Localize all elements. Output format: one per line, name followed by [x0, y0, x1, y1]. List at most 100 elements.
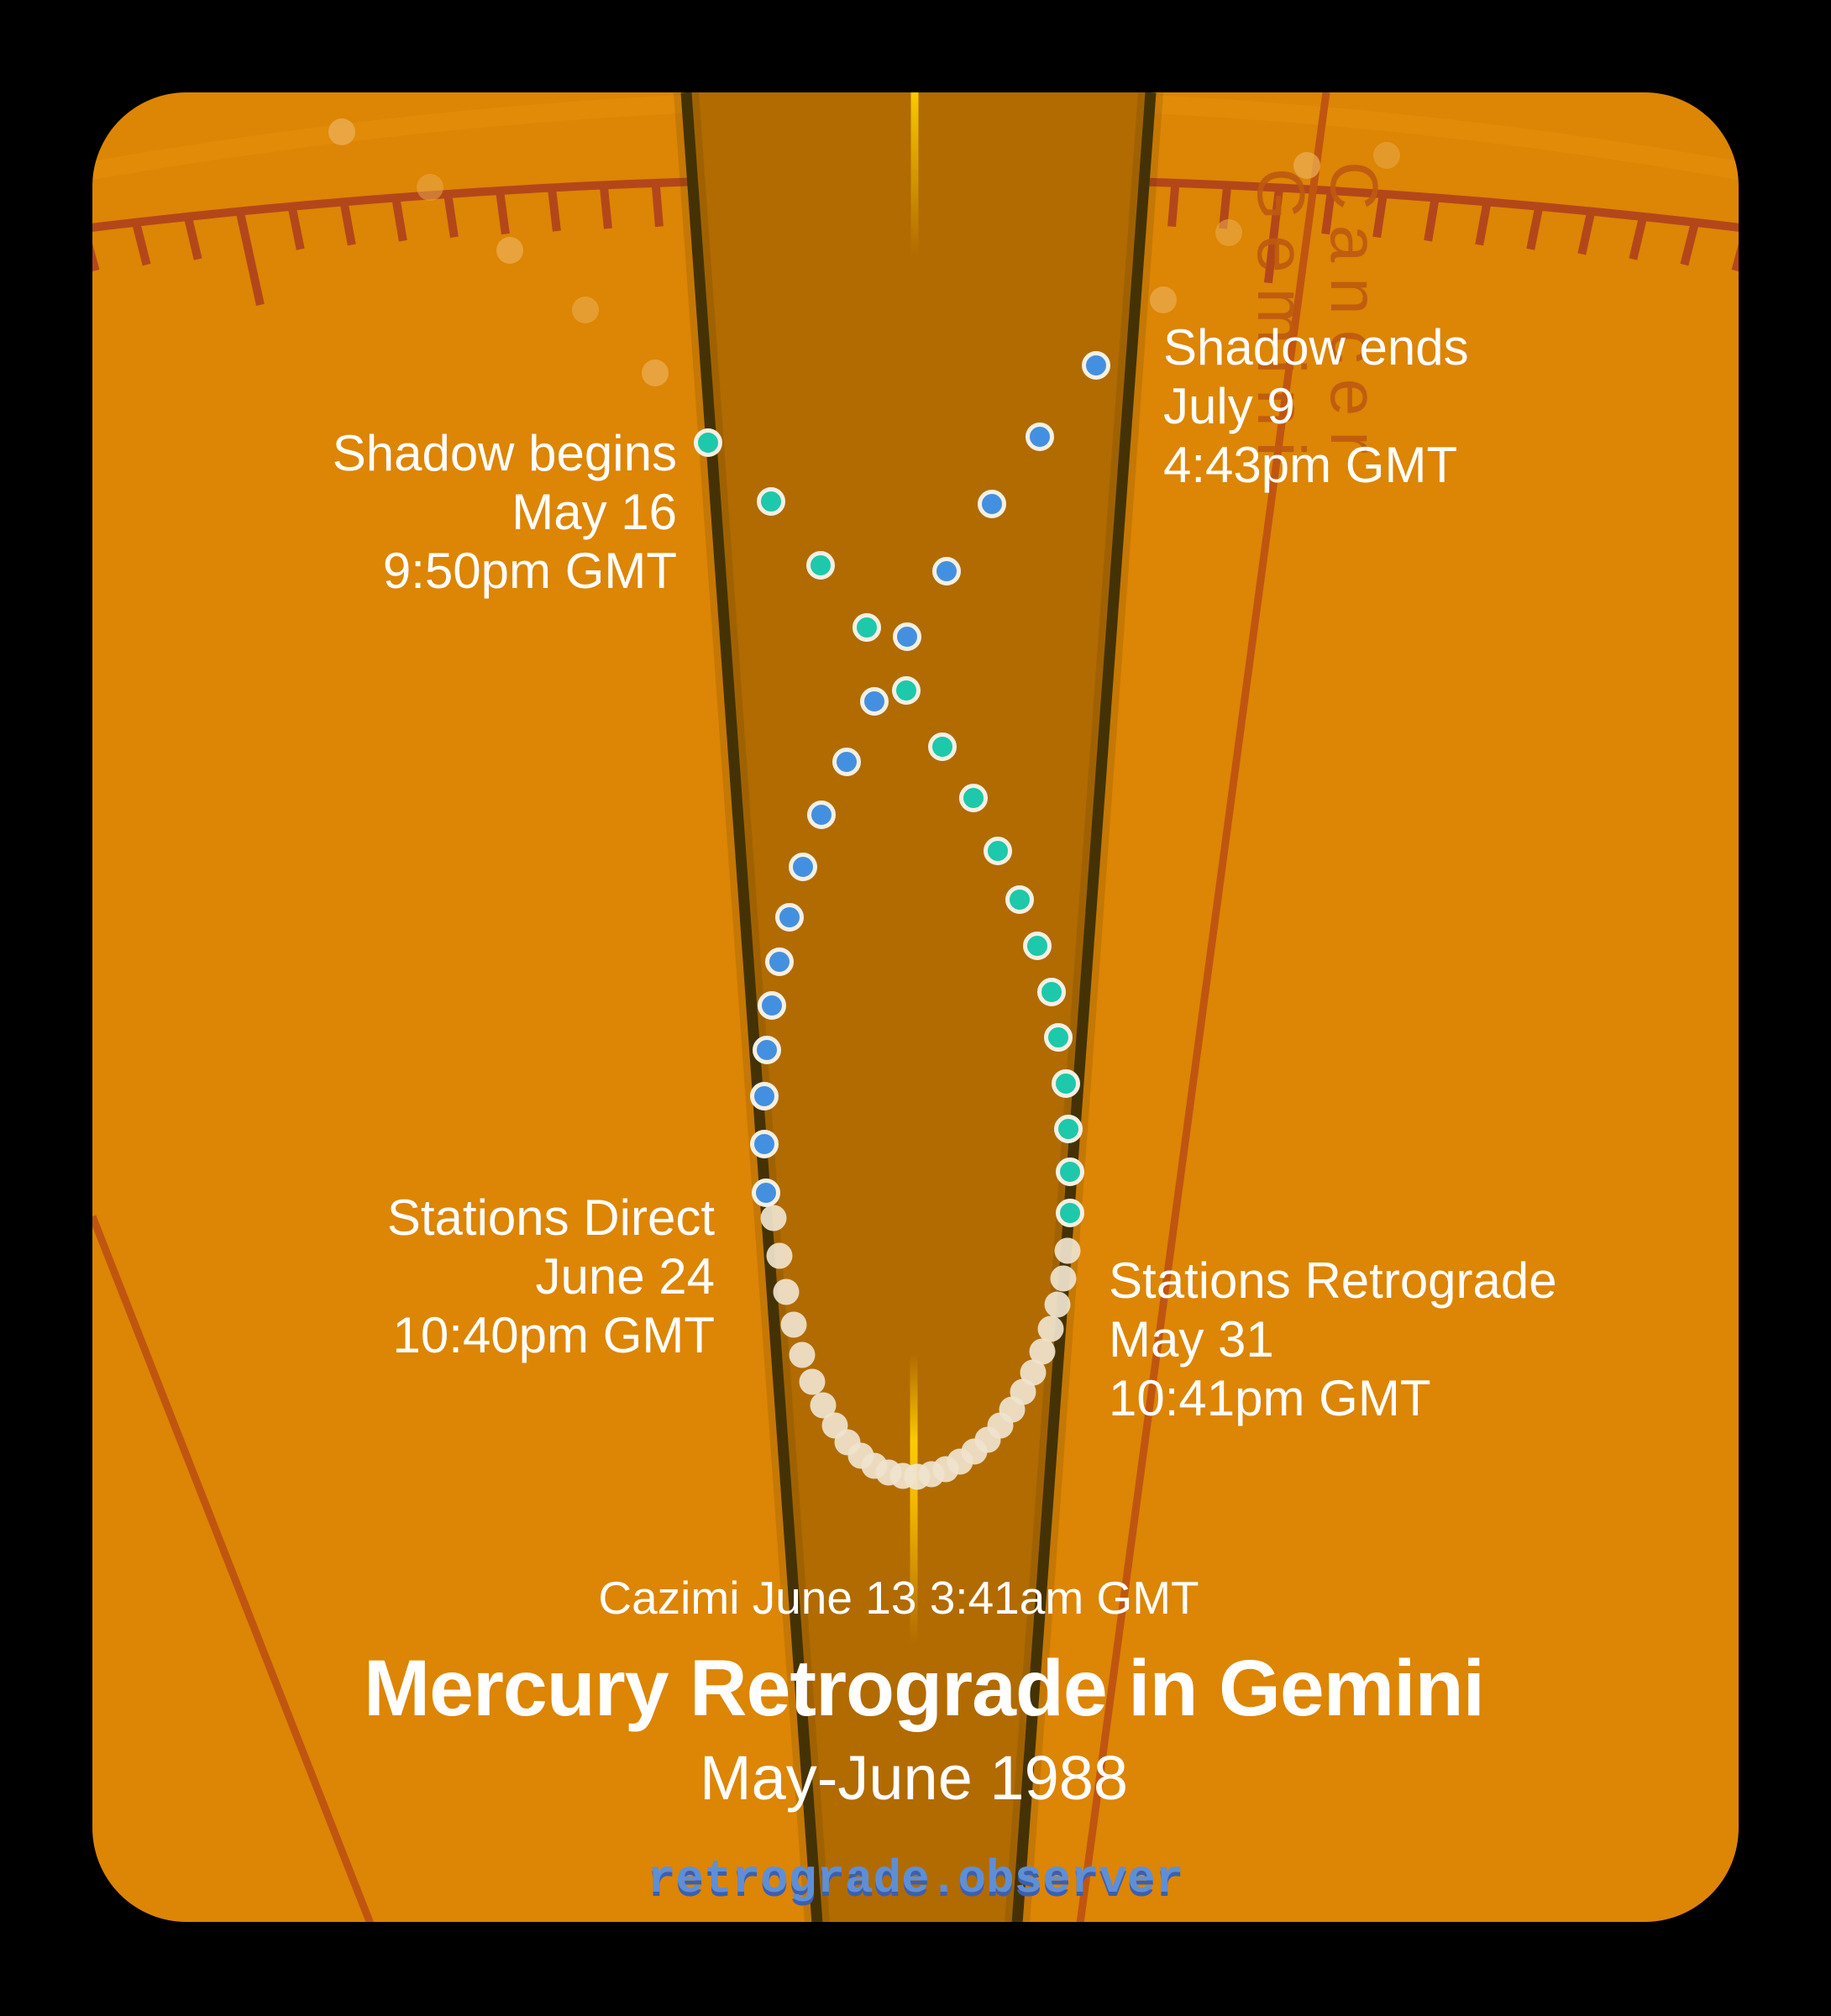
star-dot [1373, 142, 1400, 169]
stations-retrograde-line2: May 31 [1109, 1311, 1274, 1368]
star-dot [328, 118, 355, 145]
mercury-dot [1037, 978, 1066, 1006]
mercury-dot [1056, 1158, 1084, 1186]
stations-retrograde-line3: 10:41pm GMT [1109, 1370, 1430, 1426]
mercury-dot [860, 687, 889, 716]
mercury-dot [984, 837, 1012, 865]
gemini-cancer-cusp-line [1076, 92, 1330, 1922]
mercury-dot [1054, 1237, 1081, 1264]
mercury-dot [928, 732, 957, 761]
degree-tick [599, 184, 612, 229]
mercury-dot [758, 991, 786, 1020]
mercury-dot [789, 853, 817, 881]
mercury-dot [1023, 932, 1052, 960]
mercury-dot [1054, 1115, 1083, 1143]
page-subtitle: May-June 1988 [700, 1743, 1128, 1813]
shadow-zone-cone [686, 92, 1151, 1922]
shadow-ends-line1: Shadow ends [1163, 319, 1469, 375]
stations-direct-line1: Stations Direct [387, 1189, 715, 1246]
mercury-dot [807, 801, 836, 829]
mercury-dot [694, 428, 722, 457]
mercury-dot [932, 557, 961, 585]
mercury-dot [853, 613, 881, 642]
mercury-dot [1050, 1265, 1077, 1292]
mercury-dot [1082, 351, 1110, 380]
degree-tick [1263, 186, 1284, 284]
mercury-dot [1005, 885, 1034, 914]
mercury-dot [1056, 1199, 1084, 1227]
mercury-dot [753, 1036, 781, 1064]
degree-tick [92, 227, 100, 272]
mercury-dot [1037, 1315, 1064, 1342]
stations-retrograde-line1: Stations Retrograde [1109, 1252, 1557, 1309]
mercury-dot [750, 1082, 779, 1110]
mercury-dot [893, 622, 921, 651]
degree-tick [496, 190, 510, 235]
mercury-dot [760, 1205, 787, 1231]
mercury-dot [892, 676, 921, 705]
taurus-gemini-cusp-line [92, 1215, 375, 1922]
degree-tick [1731, 227, 1739, 272]
annotation-stations-retrograde: Stations Retrograde May 31 10:41pm GMT [1109, 1252, 1557, 1426]
annotation-shadow-ends: Shadow ends July 9 4:43pm GMT [1163, 319, 1469, 493]
site-credit-shadow: retrograde.observer [648, 1856, 1184, 1910]
star-dot [642, 360, 669, 386]
mercury-dot [752, 1179, 780, 1207]
shadow-ends-line3: 4:43pm GMT [1163, 437, 1457, 493]
mercury-dot [750, 1130, 779, 1158]
degree-tick [1167, 182, 1180, 228]
shadow-begins-line2: May 16 [512, 484, 677, 540]
mercury-dot [978, 490, 1006, 518]
background-stars [328, 118, 1400, 386]
site-credit: retrograde.observer [648, 1852, 1184, 1906]
cone-edge-right [1011, 92, 1157, 1922]
sign-label-gemini: Gemini [1244, 168, 1319, 471]
shadow-begins-line1: Shadow begins [333, 425, 677, 481]
star-dot [1150, 286, 1177, 313]
star-dot [496, 237, 523, 264]
mercury-dot [780, 1311, 807, 1338]
degree-tick [235, 210, 265, 307]
stations-direct-line3: 10:40pm GMT [393, 1307, 715, 1363]
mercury-dot [959, 784, 988, 812]
cone-edge-left [680, 92, 823, 1922]
star-dot [1293, 152, 1320, 179]
mercury-dot [806, 551, 835, 580]
zodiac-card: Cancer Gemini Shadow begins May 16 9:50p… [92, 92, 1739, 1922]
page-title: Mercury Retrograde in Gemini [364, 1644, 1484, 1733]
mercury-path-dots [694, 351, 1110, 1490]
star-dot [417, 174, 443, 201]
mercury-dot [757, 487, 785, 516]
mercury-dot [789, 1341, 816, 1368]
mercury-dot [773, 1278, 800, 1305]
mercury-dot [821, 1412, 848, 1439]
degree-tick [1321, 190, 1335, 235]
degree-tick [1526, 205, 1544, 250]
degree-tick [1680, 221, 1699, 266]
mercury-dot [765, 948, 794, 976]
degree-tick [443, 193, 459, 239]
degree-tick [547, 186, 561, 232]
degree-tick [1577, 210, 1596, 255]
degree-tick [1424, 197, 1440, 242]
mercury-dot [775, 903, 804, 932]
mercury-dot [766, 1242, 793, 1269]
shadow-begins-line3: 9:50pm GMT [383, 543, 677, 599]
cazimi-annotation: Cazimi June 13 3:41am GMT [598, 1572, 1199, 1624]
stations-direct-line2: June 24 [535, 1248, 715, 1305]
mercury-dot [1044, 1023, 1073, 1052]
mercury-dot [1026, 423, 1054, 451]
sign-label-cancer: Cancer [1317, 161, 1392, 469]
mercury-dot [1029, 1338, 1056, 1365]
mercury-dot [1052, 1069, 1080, 1098]
mercury-dot [1044, 1291, 1071, 1318]
annotation-stations-direct: Stations Direct June 24 10:40pm GMT [387, 1189, 715, 1363]
degree-tick [339, 201, 356, 246]
star-dot [1215, 219, 1242, 246]
degree-tick [132, 221, 151, 266]
shadow-ends-line2: July 9 [1163, 378, 1295, 434]
mercury-dot [799, 1368, 826, 1395]
degree-tick [1629, 215, 1648, 260]
degree-tick [651, 182, 664, 228]
